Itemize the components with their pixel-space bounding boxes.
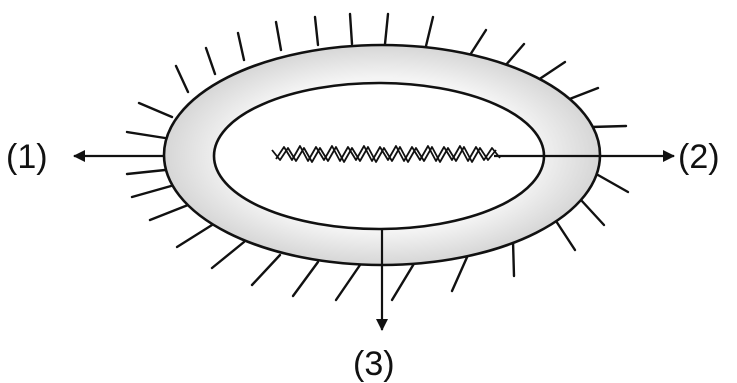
pilus xyxy=(315,17,318,45)
pilus xyxy=(598,175,628,192)
pilus xyxy=(591,126,626,127)
pilus xyxy=(452,255,468,291)
pilus xyxy=(139,103,172,117)
pilus xyxy=(556,221,575,250)
pilus xyxy=(238,33,244,60)
pilus xyxy=(150,205,188,220)
pilus xyxy=(293,262,318,296)
pilus xyxy=(513,241,514,276)
pilus xyxy=(385,14,388,44)
label-3: (3) xyxy=(353,345,395,383)
pilus xyxy=(392,262,415,300)
pilus xyxy=(252,255,280,285)
pilus xyxy=(177,225,212,247)
pilus xyxy=(276,22,281,50)
pilus xyxy=(350,14,352,44)
pilus xyxy=(212,242,244,268)
pilus xyxy=(581,200,604,225)
pilus xyxy=(426,17,433,46)
pilus xyxy=(336,265,360,300)
label-1: (1) xyxy=(6,138,48,176)
pilus xyxy=(206,48,215,74)
pilus xyxy=(176,66,188,92)
pilus xyxy=(127,170,165,174)
label-2: (2) xyxy=(678,138,720,176)
pilus xyxy=(132,186,171,197)
pilus xyxy=(127,132,165,138)
pilus xyxy=(470,30,486,55)
pilus xyxy=(567,88,598,100)
pilus xyxy=(538,62,565,80)
pilus xyxy=(505,44,524,66)
